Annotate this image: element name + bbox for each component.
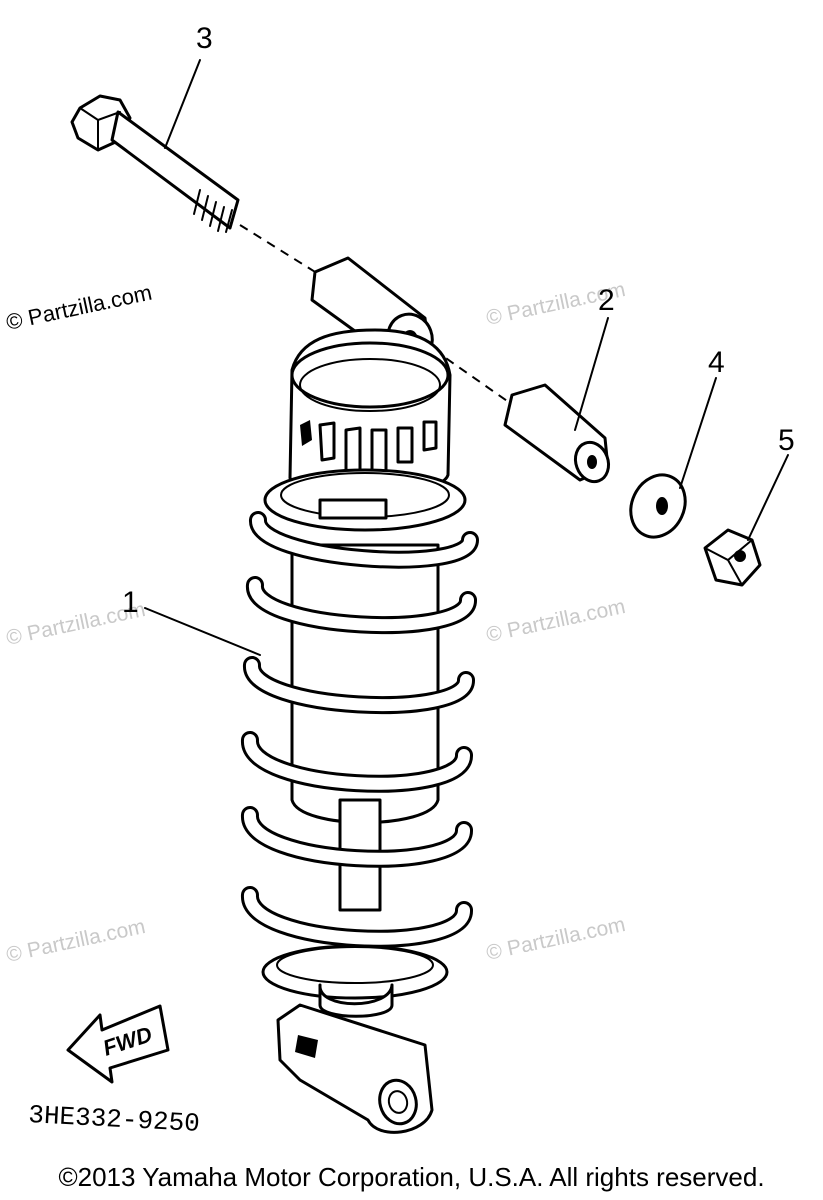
- callout-3: 3: [196, 22, 213, 55]
- callout-1: 1: [122, 586, 139, 619]
- washer: [629, 473, 687, 539]
- watermark: © Partzilla.com: [4, 280, 154, 335]
- body-slots: [300, 420, 438, 482]
- diagram-code: 3HE332-9250: [28, 1100, 201, 1139]
- nut: [703, 528, 762, 587]
- shock-absorber: [241, 328, 479, 1134]
- alignment-line: [239, 224, 321, 276]
- collar: [503, 383, 611, 484]
- spring-coils: [241, 511, 479, 948]
- callout-2: 2: [598, 284, 615, 317]
- callout-5: 5: [778, 424, 795, 457]
- watermark: © Partzilla.com: [4, 915, 147, 967]
- callout-leaders: [144, 59, 789, 656]
- fwd-arrow: FWD: [66, 1004, 170, 1084]
- callouts: 3 2 4 5 1: [122, 22, 795, 619]
- watermark: © Partzilla.com: [484, 913, 627, 965]
- watermark: © Partzilla.com: [484, 595, 627, 647]
- callout-4: 4: [708, 346, 725, 379]
- copyright-notice: ©2013 Yamaha Motor Corporation, U.S.A. A…: [58, 1162, 765, 1192]
- bolt: [70, 94, 240, 233]
- bolt-thread: [193, 189, 233, 233]
